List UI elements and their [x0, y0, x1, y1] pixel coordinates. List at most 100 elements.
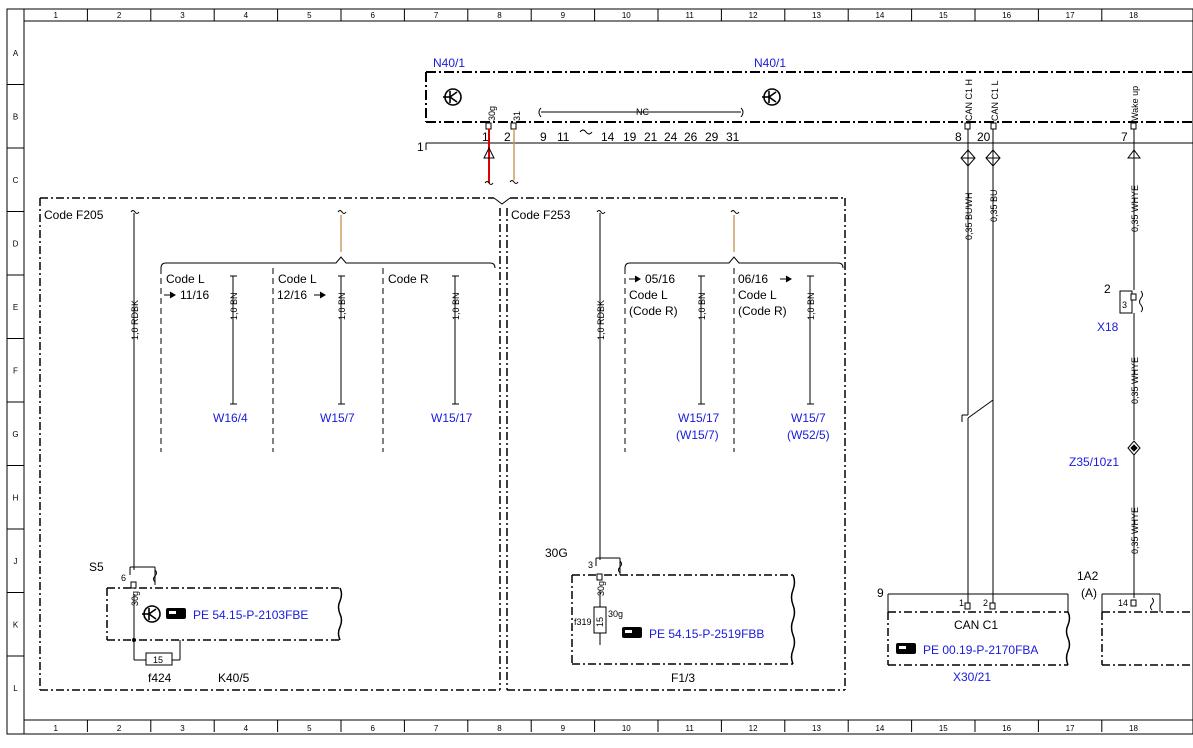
- k40-5-unit: [106, 581, 343, 666]
- pointing-hand-icon: [166, 608, 186, 619]
- grid-column-label: 10: [622, 724, 631, 733]
- ref-w15-17-b[interactable]: W15/17: [678, 411, 720, 425]
- pin-7-label: 7: [1121, 130, 1128, 144]
- transistor-icon: [443, 88, 462, 106]
- grid-column-label: 1: [53, 724, 58, 733]
- pin-30g-label-k40: 30g: [130, 591, 140, 606]
- pin-30g-label-f1b: 30g: [608, 609, 623, 619]
- grid-column-label: 12: [749, 724, 758, 733]
- arrow-icon: [164, 291, 176, 299]
- ref-w15-7-a[interactable]: W15/7: [320, 411, 355, 425]
- f1-3-unit: [571, 573, 796, 665]
- f253-wire-label: 1,0 RDBK: [596, 300, 606, 340]
- wire-whye-label-2: 0,35 WHYE: [1130, 357, 1140, 404]
- grid-column-label: 16: [1002, 11, 1011, 20]
- pin-8-label: 8: [955, 130, 962, 144]
- grid-row-label: L: [13, 684, 18, 693]
- x18-pin-3: 3: [1122, 300, 1127, 310]
- grid-column-label: 11: [686, 11, 695, 20]
- transistor-icon: [142, 605, 161, 623]
- pin-label-can-h: CAN C1 H: [964, 79, 974, 121]
- ref-0516: 05/16: [645, 272, 675, 286]
- wakeup-wire: [1119, 129, 1143, 607]
- pointing-hand-icon: [622, 627, 642, 638]
- f253-wire: [595, 210, 622, 575]
- ref-w52-5-paren[interactable]: (W52/5): [787, 428, 830, 442]
- ref-w15-7-b[interactable]: W15/7: [791, 411, 826, 425]
- supply-wires: [483, 129, 519, 185]
- f1-3-label: F1/3: [671, 671, 695, 685]
- nc-label: NC: [636, 107, 649, 117]
- pin-6-label: 6: [121, 573, 126, 583]
- grid-column-label: 5: [307, 724, 312, 733]
- grid-column-label: 9: [561, 724, 566, 733]
- grid-column-label: 11: [686, 724, 695, 733]
- code-r-label: Code R: [388, 272, 429, 286]
- code-l-label-2: Code L: [278, 272, 317, 286]
- ref-pe-2170[interactable]: PE 00.19-P-2170FBA: [923, 643, 1038, 657]
- pin-label-30g: 30g: [487, 106, 497, 121]
- code-l-label-4: Code L: [738, 288, 777, 302]
- can-c1-label: CAN C1: [954, 618, 998, 632]
- grid-row-label: J: [14, 557, 18, 566]
- ref-0616: 06/16: [738, 272, 768, 286]
- x18-pin-2: 2: [1104, 282, 1111, 296]
- code-l-label-1: Code L: [166, 272, 205, 286]
- x18-label[interactable]: X18: [1097, 320, 1119, 334]
- z35-label[interactable]: Z35/10z1: [1069, 455, 1119, 469]
- grid-column-label: 16: [1002, 724, 1011, 733]
- wire-whye-label-3: 0,35 WHYE: [1130, 507, 1140, 554]
- code-f253-label: Code F253: [511, 208, 571, 222]
- pin-number: 2: [504, 130, 511, 144]
- grid-row-label: F: [13, 366, 18, 375]
- label-30g-big: 30G: [545, 546, 568, 560]
- grid-column-label: 7: [434, 11, 439, 20]
- grid-row-label: E: [13, 303, 18, 312]
- grid-row-label: C: [13, 176, 19, 185]
- x30-21-label[interactable]: X30/21: [953, 670, 991, 684]
- pin-30g-label-f1: 30g: [596, 581, 606, 596]
- a1a2-unit: [1101, 593, 1193, 666]
- f205-wire: [129, 210, 157, 585]
- grid-column-label: 17: [1066, 724, 1075, 733]
- fuse-15-label-k40: 15: [153, 655, 163, 665]
- pin-number: 31: [726, 130, 740, 144]
- grid-column-label: 5: [307, 11, 312, 20]
- can-pin-1: 1: [959, 598, 964, 608]
- x30-21-unit: [887, 593, 1071, 666]
- grid-column-label: 6: [370, 724, 375, 733]
- n40-1-label-left: N40/1: [433, 56, 465, 70]
- can-wires: [960, 129, 1001, 603]
- ref-w16-4[interactable]: W16/4: [213, 411, 248, 425]
- grid-column-label: 3: [180, 11, 185, 20]
- code-f205-label: Code F205: [44, 208, 104, 222]
- pin-14-label: 14: [1118, 598, 1128, 608]
- wire-bn-5: 1,0 BN: [806, 292, 816, 320]
- grid-column-label: 8: [497, 11, 502, 20]
- grid-column-label: 8: [497, 724, 502, 733]
- ref-w15-17-a[interactable]: W15/17: [431, 411, 473, 425]
- grid-column-label: 7: [434, 724, 439, 733]
- code-l-label-3: Code L: [629, 288, 668, 302]
- code-r-paren-2: (Code R): [738, 304, 787, 318]
- ref-pe-2519[interactable]: PE 54.15-P-2519FBB: [649, 627, 764, 641]
- wire-bn-4: 1,0 BN: [697, 292, 707, 320]
- wire-bn-2: 1,0 BN: [337, 292, 347, 320]
- wire-bn-1: 1,0 BN: [229, 292, 239, 320]
- a1a2-label: 1A2: [1077, 569, 1099, 583]
- grid-column-label: 2: [117, 724, 122, 733]
- pin-label-wakeup: Wake up: [1130, 86, 1140, 121]
- ref-1116: 11/16: [180, 288, 209, 302]
- grid-column-label: 12: [749, 11, 758, 20]
- nc-bracket: [538, 107, 744, 135]
- pin-number: 26: [684, 130, 698, 144]
- ref-pe-2103[interactable]: PE 54.15-P-2103FBE: [193, 608, 308, 622]
- grid-column-label: 2: [117, 11, 122, 20]
- grid-column-label: 13: [812, 11, 821, 20]
- ref-w15-7-paren[interactable]: (W15/7): [676, 428, 719, 442]
- grid-column-label: 18: [1129, 11, 1138, 20]
- grid-column-label: 3: [180, 724, 185, 733]
- grid-column-label: 17: [1066, 11, 1075, 20]
